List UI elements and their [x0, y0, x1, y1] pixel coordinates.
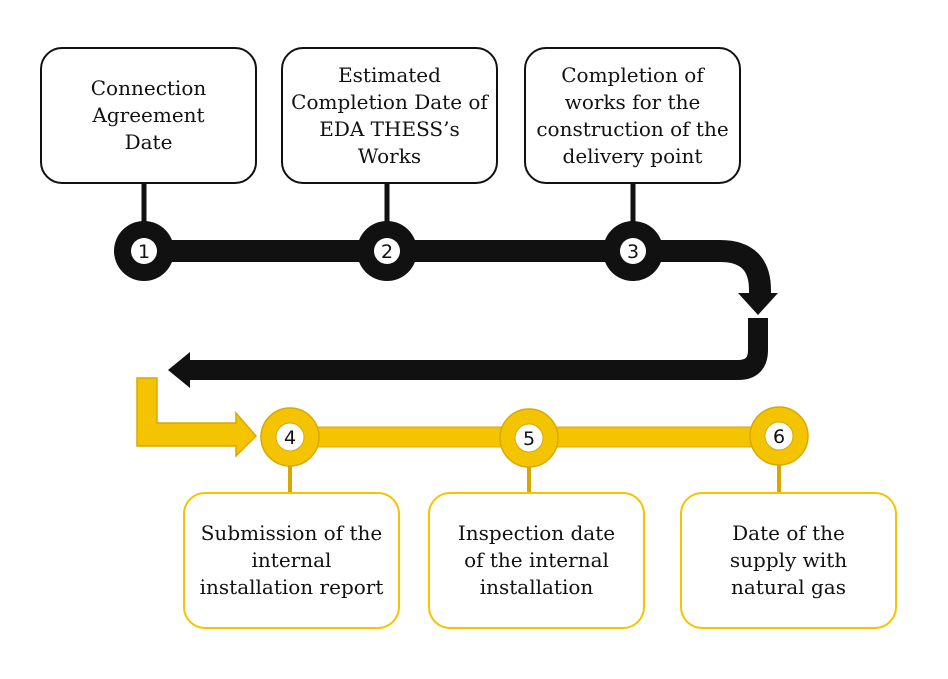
step-box-6: Date of the supply with natural gas	[680, 492, 897, 629]
down-arrowhead	[738, 293, 778, 315]
top-timeline-line	[145, 240, 771, 300]
step-circle-inner-2	[374, 238, 400, 264]
step-box-1: Connection Agreement Date	[40, 47, 257, 184]
step-box-2: Estimated Completion Date of EDA THESS’s…	[281, 47, 498, 184]
step-box-5: Inspection date of the internal installa…	[428, 492, 645, 629]
step-label-4: Submission of the internal installation …	[199, 521, 384, 599]
step-number-2: 2	[381, 241, 393, 263]
step-number-1: 1	[138, 241, 150, 263]
step-number-4: 4	[284, 427, 296, 449]
step-label-3: Completion of works for the construction…	[536, 62, 729, 168]
step-label-2: Estimated Completion Date of EDA THESS’s…	[291, 62, 488, 168]
step-box-4: Submission of the internal installation …	[183, 492, 400, 629]
step-circle-inner-4	[275, 422, 305, 452]
yellow-bent-arrow	[136, 377, 258, 458]
step-label-5: Inspection date of the internal installa…	[457, 521, 616, 599]
step-number-3: 3	[627, 241, 639, 263]
return-line	[190, 318, 768, 380]
step-box-3: Completion of works for the construction…	[524, 47, 741, 184]
step-circle-inner-6	[764, 421, 794, 451]
step-label-6: Date of the supply with natural gas	[729, 521, 848, 599]
step-number-5: 5	[523, 428, 535, 450]
step-circle-inner-1	[131, 238, 157, 264]
step-number-6: 6	[773, 426, 785, 448]
step-label-1: Connection Agreement Date	[90, 76, 207, 154]
step-circle-inner-5	[514, 423, 544, 453]
step-circle-inner-3	[620, 238, 646, 264]
left-arrowhead	[168, 352, 190, 388]
